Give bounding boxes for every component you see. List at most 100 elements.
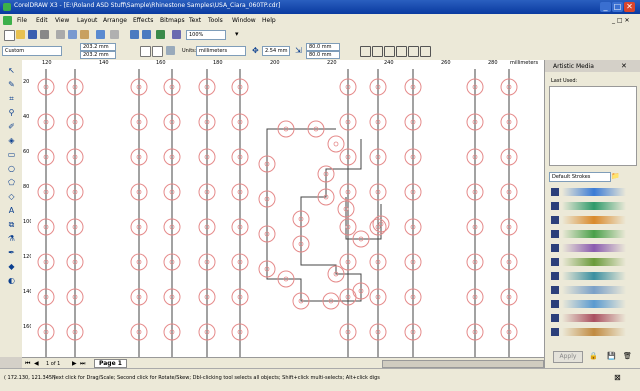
doc-icon[interactable] bbox=[3, 16, 12, 25]
snap-guidelines-icon[interactable] bbox=[384, 46, 395, 57]
menu-bitmaps[interactable]: Bitmaps bbox=[160, 17, 185, 24]
application-launcher-icon[interactable] bbox=[156, 30, 165, 39]
rhinestone-center bbox=[136, 119, 142, 125]
outline-tool-icon[interactable]: ✒ bbox=[8, 248, 15, 257]
zoom-level-field[interactable]: 100% bbox=[186, 30, 226, 40]
freehand-tool-icon[interactable]: ✐ bbox=[8, 122, 15, 131]
snap-objects-icon[interactable] bbox=[396, 46, 407, 57]
import-icon[interactable] bbox=[130, 30, 139, 39]
menu-view[interactable]: View bbox=[55, 17, 70, 24]
stroke-item[interactable] bbox=[549, 214, 635, 226]
rectangle-tool-icon[interactable]: ▭ bbox=[7, 150, 16, 159]
menu-effects[interactable]: Effects bbox=[133, 17, 154, 24]
stroke-preview bbox=[562, 216, 626, 224]
last-page-icon[interactable]: ⏭ bbox=[80, 360, 86, 367]
tab-page-1[interactable]: Page 1 bbox=[94, 359, 127, 368]
stroke-list[interactable] bbox=[549, 186, 635, 346]
maximize-button[interactable]: □ bbox=[612, 2, 623, 12]
stroke-item[interactable] bbox=[549, 200, 635, 212]
open-icon[interactable] bbox=[16, 30, 25, 39]
zoom-tool-icon[interactable]: ⚲ bbox=[8, 108, 15, 117]
menu-arrange[interactable]: Arrange bbox=[103, 17, 127, 24]
stroke-item[interactable] bbox=[549, 284, 635, 296]
cursor-coordinates: ( 172.130, 121.345 ) bbox=[4, 375, 56, 381]
close-button[interactable]: ✕ bbox=[624, 2, 635, 12]
stroke-item[interactable] bbox=[549, 256, 635, 268]
interactive-blend-tool-icon[interactable]: ⧉ bbox=[8, 220, 15, 229]
menu-file[interactable]: File bbox=[17, 17, 28, 24]
snap-grid-icon[interactable] bbox=[372, 46, 383, 57]
fill-tool-icon[interactable]: ◆ bbox=[8, 262, 15, 271]
rhinestone-circle bbox=[466, 253, 484, 271]
lock-icon[interactable]: 🔒 bbox=[589, 352, 598, 360]
stroke-item[interactable] bbox=[549, 312, 635, 324]
menu-help[interactable]: Help bbox=[262, 17, 276, 24]
duplicate-x-field[interactable]: 80.0 mm bbox=[306, 43, 340, 51]
duplicate-y-field[interactable]: 80.0 mm bbox=[306, 51, 340, 59]
landscape-icon[interactable] bbox=[152, 46, 163, 57]
options-icon[interactable] bbox=[420, 46, 431, 57]
copy-icon[interactable] bbox=[68, 30, 77, 39]
stroke-item[interactable] bbox=[549, 270, 635, 282]
menu-text[interactable]: Text bbox=[189, 17, 202, 24]
apply-button[interactable]: Apply bbox=[553, 351, 583, 363]
stroke-item[interactable] bbox=[549, 242, 635, 254]
first-page-icon[interactable]: ⏮ bbox=[25, 360, 31, 367]
text-tool-icon[interactable]: A bbox=[8, 206, 15, 215]
basic-shapes-tool-icon[interactable]: ◇ bbox=[8, 192, 15, 201]
portrait-icon[interactable] bbox=[140, 46, 151, 57]
menu-window[interactable]: Window bbox=[232, 17, 256, 24]
stroke-category-select[interactable]: Default Strokes bbox=[549, 172, 611, 182]
rhinestone-center bbox=[72, 119, 78, 125]
units-select[interactable]: millimeters bbox=[196, 46, 246, 56]
menu-tools[interactable]: Tools bbox=[208, 17, 223, 24]
corel-online-icon[interactable] bbox=[172, 30, 181, 39]
document-window-controls[interactable]: _ □ ✕ bbox=[612, 17, 630, 24]
polygon-tool-icon[interactable]: ⬠ bbox=[8, 178, 15, 187]
delete-icon[interactable]: 🗑 bbox=[623, 352, 632, 360]
dynamic-guides-icon[interactable] bbox=[408, 46, 419, 57]
rhinestone-circle bbox=[500, 148, 518, 166]
interactive-fill-tool-icon[interactable]: ◐ bbox=[8, 276, 15, 285]
stroke-preview bbox=[562, 202, 626, 210]
menu-edit[interactable]: Edit bbox=[36, 17, 48, 24]
browse-folder-icon[interactable]: 📁 bbox=[611, 172, 620, 180]
all-pages-icon[interactable] bbox=[166, 46, 175, 55]
export-icon[interactable] bbox=[142, 30, 151, 39]
save-stroke-icon[interactable]: 💾 bbox=[607, 352, 616, 360]
zoom-dropdown-icon[interactable]: ▾ bbox=[235, 30, 239, 38]
redo-icon[interactable] bbox=[110, 30, 119, 39]
print-icon[interactable] bbox=[40, 30, 49, 39]
undo-icon[interactable] bbox=[96, 30, 105, 39]
crop-tool-icon[interactable]: ⌗ bbox=[9, 94, 14, 103]
stroke-item[interactable] bbox=[549, 186, 635, 198]
page-width-field[interactable]: 203.2 mm bbox=[80, 43, 116, 51]
nudge-distance-field[interactable]: 2.54 mm bbox=[262, 46, 290, 56]
last-used-list[interactable] bbox=[549, 86, 637, 166]
page-preset-select[interactable]: Custom bbox=[2, 46, 62, 56]
next-page-icon[interactable]: ▶ bbox=[72, 360, 77, 367]
docker-close-icon[interactable]: ✕ bbox=[621, 62, 627, 70]
shape-tool-icon[interactable]: ✎ bbox=[8, 80, 15, 89]
drawing-canvas[interactable] bbox=[31, 69, 544, 357]
horizontal-scrollbar[interactable] bbox=[382, 360, 544, 368]
save-icon[interactable] bbox=[28, 30, 37, 39]
stroke-item[interactable] bbox=[549, 326, 635, 338]
treat-as-filled-icon[interactable] bbox=[360, 46, 371, 57]
page-height-field[interactable]: 203.2 mm bbox=[80, 51, 116, 59]
rhinestone-artwork[interactable] bbox=[31, 69, 544, 357]
prev-page-icon[interactable]: ◀ bbox=[34, 360, 39, 367]
minimize-button[interactable]: _ bbox=[600, 2, 611, 12]
paste-icon[interactable] bbox=[80, 30, 89, 39]
duplicate-distance-icon: ⇲ bbox=[295, 46, 302, 55]
smart-fill-tool-icon[interactable]: ◈ bbox=[8, 136, 15, 145]
stroke-item[interactable] bbox=[549, 298, 635, 310]
cut-icon[interactable] bbox=[56, 30, 65, 39]
menu-layout[interactable]: Layout bbox=[77, 17, 98, 24]
new-icon[interactable] bbox=[4, 30, 15, 41]
ellipse-tool-icon[interactable]: ○ bbox=[8, 164, 15, 173]
eyedropper-tool-icon[interactable]: ⚗ bbox=[7, 234, 16, 243]
stroke-item[interactable] bbox=[549, 228, 635, 240]
coreldraw-app-icon[interactable] bbox=[3, 3, 11, 11]
pick-tool-icon[interactable]: ↖ bbox=[8, 66, 15, 75]
